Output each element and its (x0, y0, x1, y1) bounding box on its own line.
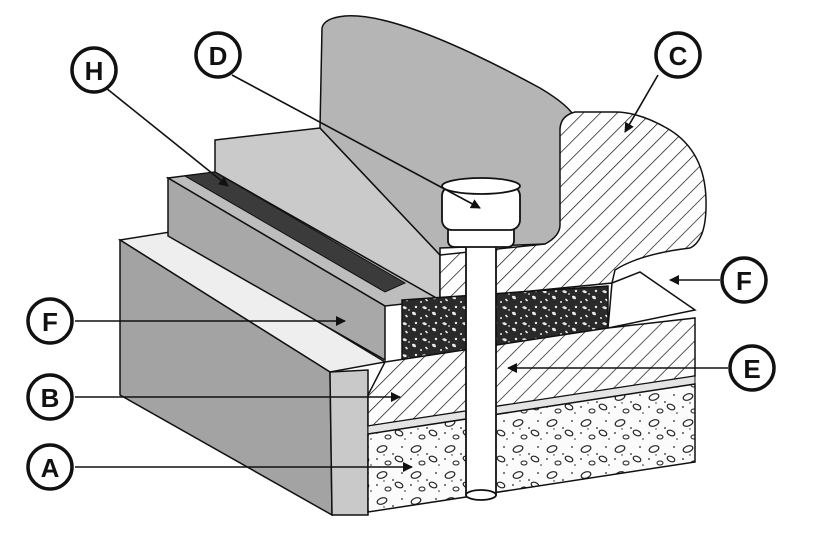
leader-lines (75, 74, 728, 472)
foundation-concrete (367, 383, 696, 513)
callout-D: D (194, 31, 242, 79)
anchor-bolt-head-top (441, 177, 521, 195)
leader-C (624, 74, 659, 133)
base-block-front-strip (329, 369, 369, 516)
joint-gap (607, 271, 697, 329)
anchor-pin-tip (465, 489, 497, 501)
anchor-pin (465, 242, 497, 496)
callout-H: H (70, 46, 118, 94)
callout-C-label: C (669, 41, 688, 71)
callout-E-label: E (743, 354, 760, 384)
callout-F-left: F (26, 297, 74, 345)
middle-step-side (167, 176, 386, 362)
callout-C: C (654, 31, 702, 79)
callout-A: A (26, 443, 74, 491)
callout-F-right-label: F (736, 266, 752, 296)
callout-D-label: D (209, 41, 228, 71)
cap-section (439, 111, 707, 301)
callout-A-label: A (41, 453, 60, 483)
callout-B: B (26, 373, 74, 421)
groove (183, 171, 407, 293)
callout-F-left-label: F (42, 307, 58, 337)
callout-F-right: F (720, 256, 768, 304)
callout-H-label: H (85, 56, 104, 86)
callout-B-label: B (41, 383, 60, 413)
callout-E: E (728, 344, 776, 392)
leader-D (231, 74, 481, 209)
leader-H (105, 87, 229, 187)
